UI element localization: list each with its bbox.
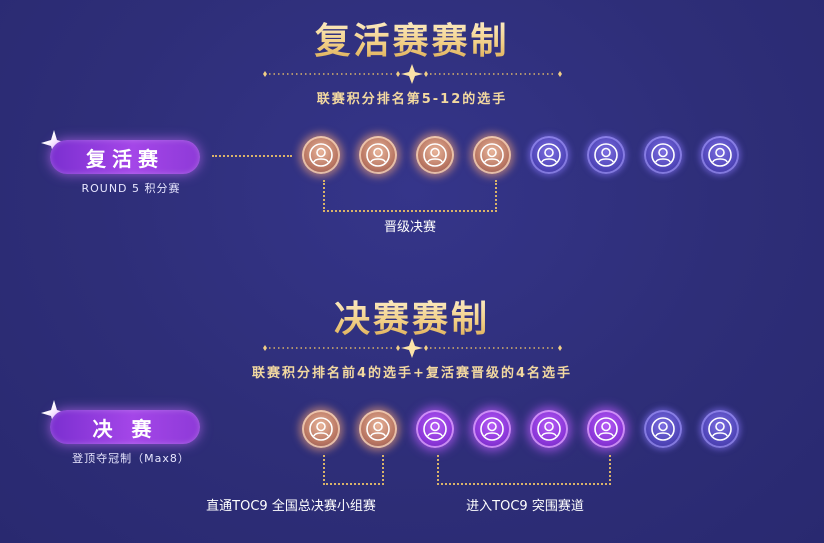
player-avatar <box>644 136 682 174</box>
breakout-bracket <box>437 455 611 485</box>
advance-bracket <box>323 180 497 212</box>
user-avatar-icon <box>423 143 447 167</box>
player-avatar <box>701 136 739 174</box>
direct-qualify-bracket <box>323 455 384 485</box>
finals-subtitle: 联赛积分排名前4的选手+复活赛晋级的4名选手 <box>252 366 572 381</box>
user-avatar-icon <box>651 143 675 167</box>
repechage-badge: 复活赛 <box>50 140 200 174</box>
advance-bracket-label: 晋级决赛 <box>383 220 436 235</box>
user-avatar-icon <box>480 417 504 441</box>
star-divider-icon <box>263 338 562 358</box>
user-avatar-icon <box>651 417 675 441</box>
user-avatar-icon <box>366 143 390 167</box>
player-avatar <box>701 410 739 448</box>
player-avatar <box>473 410 511 448</box>
repechage-badge-subtitle: ROUND 5 积分赛 <box>81 182 181 195</box>
user-avatar-icon <box>594 417 618 441</box>
user-avatar-icon <box>366 417 390 441</box>
user-avatar-icon <box>423 417 447 441</box>
player-avatar <box>587 410 625 448</box>
user-avatar-icon <box>309 417 333 441</box>
user-avatar-icon <box>708 417 732 441</box>
direct-qualify-label: 直通TOC9 全国总决赛小组赛 <box>206 499 376 514</box>
user-avatar-icon <box>480 143 504 167</box>
player-avatar <box>416 410 454 448</box>
player-avatar <box>359 136 397 174</box>
finals-title: 决赛赛制 <box>0 290 824 342</box>
player-avatar <box>416 136 454 174</box>
breakout-label: 进入TOC9 突围赛道 <box>466 499 584 514</box>
player-avatar <box>302 410 340 448</box>
finals-badge-subtitle: 登顶夺冠制（Max8） <box>72 452 190 465</box>
user-avatar-icon <box>594 143 618 167</box>
user-avatar-icon <box>537 417 561 441</box>
player-avatar <box>302 136 340 174</box>
connector-line <box>212 155 292 157</box>
repechage-subtitle: 联赛积分排名第5-12的选手 <box>316 92 508 107</box>
player-avatar <box>473 136 511 174</box>
player-avatar <box>587 136 625 174</box>
player-avatar <box>359 410 397 448</box>
finals-badge: 决 赛 <box>50 410 200 444</box>
repechage-title: 复活赛赛制 <box>0 12 824 64</box>
user-avatar-icon <box>708 143 732 167</box>
player-avatar <box>644 410 682 448</box>
user-avatar-icon <box>309 143 333 167</box>
star-divider-icon <box>263 64 562 84</box>
player-avatar <box>530 410 568 448</box>
player-avatar <box>530 136 568 174</box>
user-avatar-icon <box>537 143 561 167</box>
